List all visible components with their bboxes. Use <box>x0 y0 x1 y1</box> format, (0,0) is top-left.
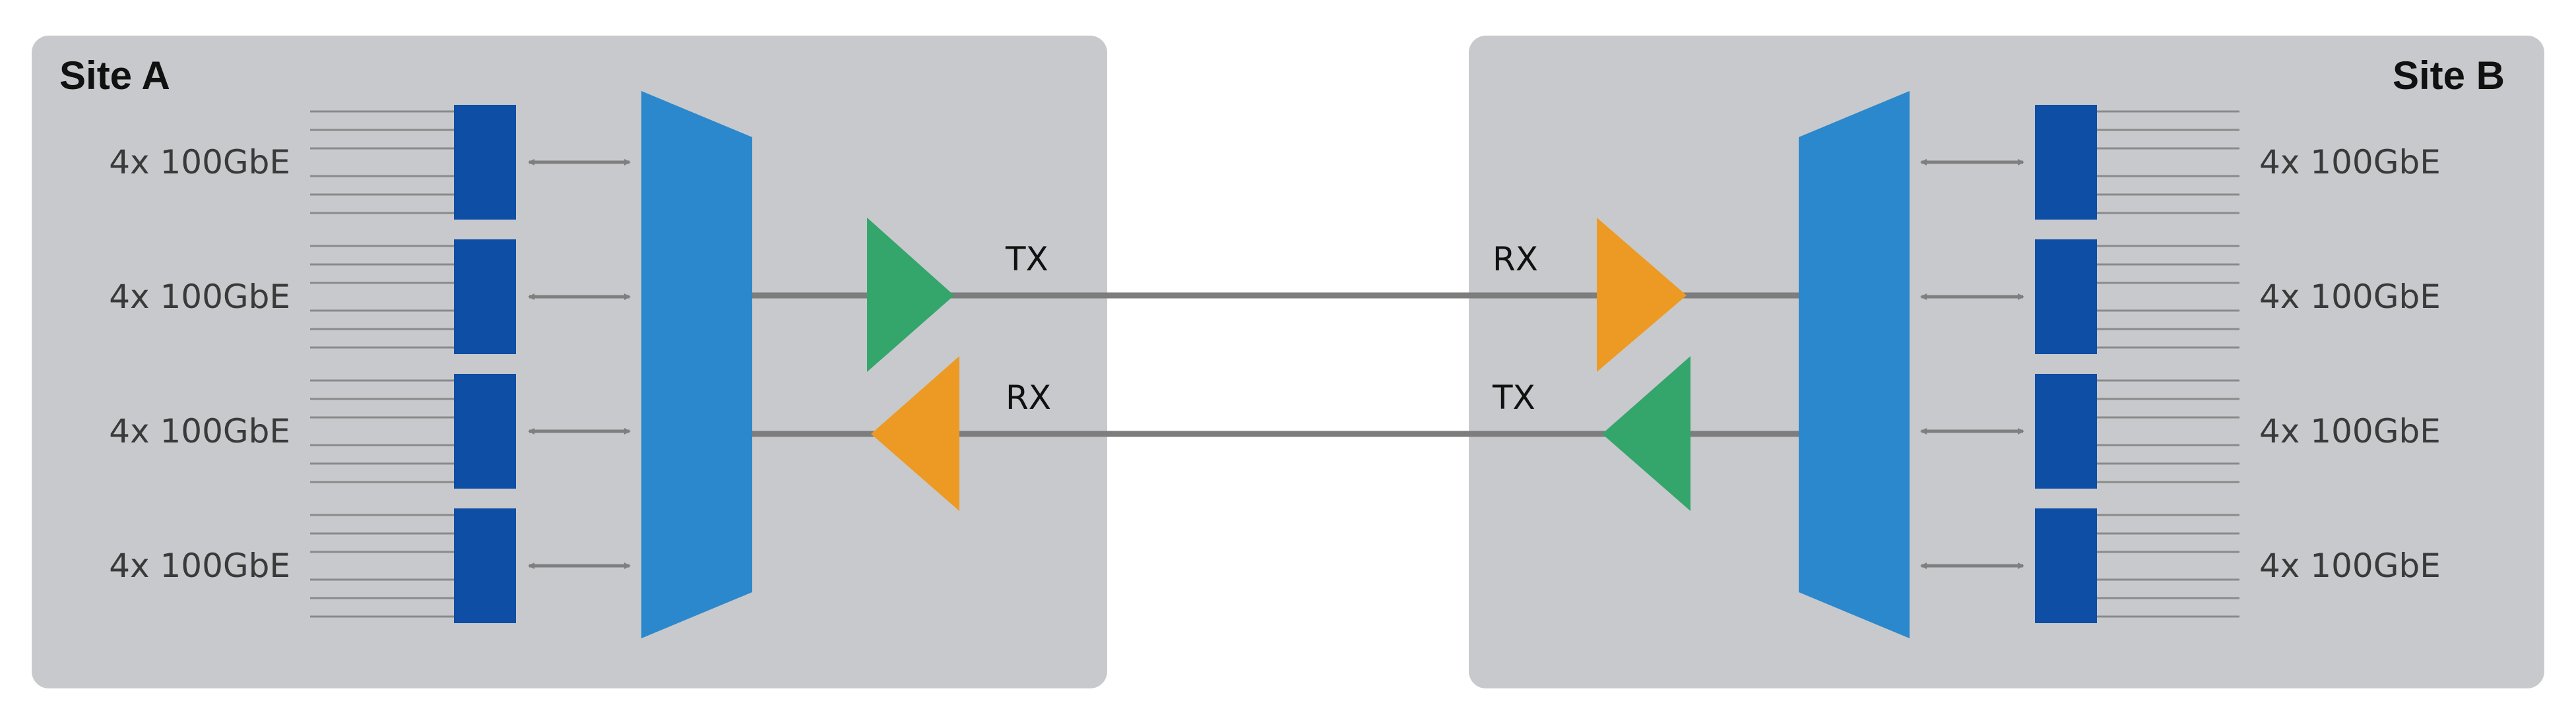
site-b-rx-amplifier <box>1597 218 1687 372</box>
site-b-transceiver-4 <box>2035 508 2097 623</box>
site-b-mux <box>1799 91 1910 638</box>
site-a-rx-label: RX <box>1006 379 1051 417</box>
site-a-transceiver-4 <box>454 508 516 623</box>
site-a-title: Site A <box>59 53 170 98</box>
site-b-transceiver-1 <box>2035 105 2097 220</box>
site-b-port-group-1: 4x 100GbE <box>1920 105 2441 220</box>
site-a-port-label-1: 4x 100GbE <box>109 143 290 181</box>
site-b-tx-label: TX <box>1492 379 1535 417</box>
site-b-port-group-3: 4x 100GbE <box>1920 374 2441 489</box>
site-b-port-group-2: 4x 100GbE <box>1920 239 2441 354</box>
site-b-transceiver-3 <box>2035 374 2097 489</box>
site-a-port-group-4: 4x 100GbE <box>109 508 631 623</box>
site-a-tx-label: TX <box>1005 240 1048 278</box>
site-b-port-label-3: 4x 100GbE <box>2259 412 2441 450</box>
site-b-port-group-4: 4x 100GbE <box>1920 508 2441 623</box>
site-a-transceiver-3 <box>454 374 516 489</box>
site-a-port-label-4: 4x 100GbE <box>109 547 290 585</box>
site-a-panel <box>32 36 1107 688</box>
site-a-port-group-2: 4x 100GbE <box>109 239 631 354</box>
site-a-port-groups: 4x 100GbE 4x 100GbE 4x 100GbE 4x 100GbE <box>109 105 631 623</box>
site-b-port-label-4: 4x 100GbE <box>2259 547 2441 585</box>
site-a-rx-amplifier <box>871 356 959 511</box>
site-a-port-label-2: 4x 100GbE <box>109 278 290 316</box>
site-a-transceiver-2 <box>454 239 516 354</box>
site-a-port-label-3: 4x 100GbE <box>109 412 290 450</box>
site-b-rx-label: RX <box>1493 240 1538 278</box>
site-b-title: Site B <box>2393 53 2505 98</box>
site-b-port-label-2: 4x 100GbE <box>2259 278 2441 316</box>
site-a-port-group-3: 4x 100GbE <box>109 374 631 489</box>
site-b-port-label-1: 4x 100GbE <box>2259 143 2441 181</box>
site-a-tx-amplifier <box>867 218 954 372</box>
site-b-transceiver-2 <box>2035 239 2097 354</box>
site-b-port-groups: 4x 100GbE 4x 100GbE 4x 100GbE 4x 100GbE <box>1920 105 2441 623</box>
site-a-transceiver-1 <box>454 105 516 220</box>
site-b-tx-amplifier <box>1602 356 1690 511</box>
site-a-port-group-1: 4x 100GbE <box>109 105 631 220</box>
site-b-panel <box>1469 36 2544 688</box>
site-a-mux <box>641 91 752 638</box>
